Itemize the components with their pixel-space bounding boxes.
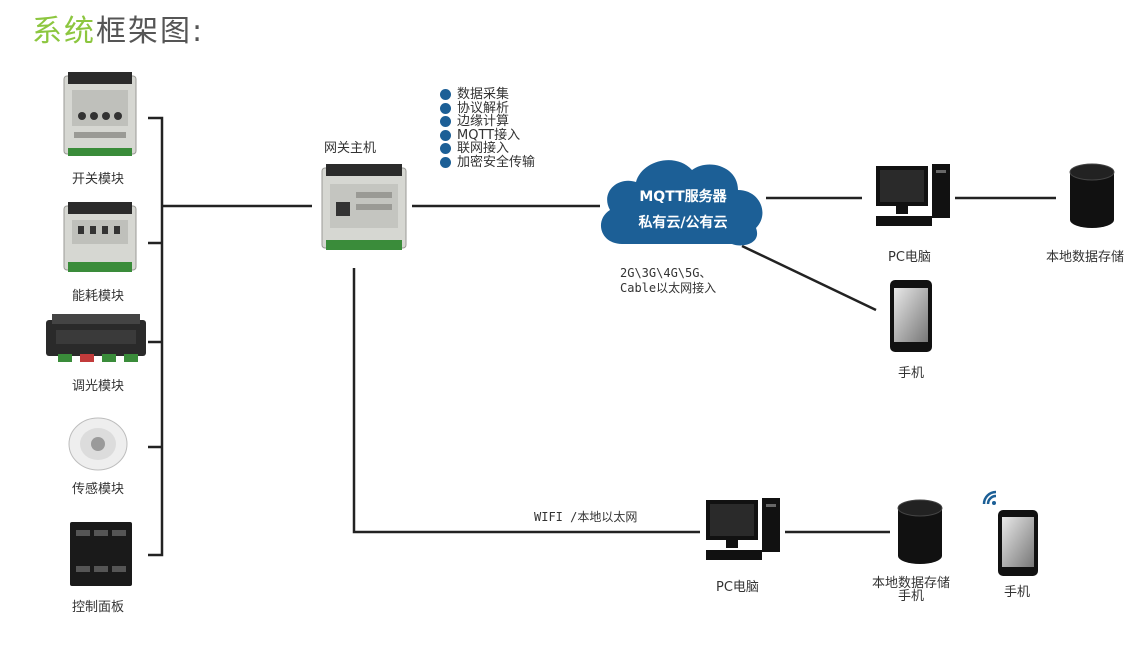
pc-icon: [876, 164, 950, 226]
cloud-to-phone-line: [741, 244, 877, 312]
list-item: 边缘计算: [440, 115, 535, 129]
cloud-title: MQTT服务器: [639, 189, 727, 205]
list-item: 数据采集: [440, 88, 535, 102]
remote-pc-label: PC电脑: [888, 250, 931, 265]
switch-module-icon: [63, 72, 137, 156]
title-part2: 框架图:: [96, 14, 205, 49]
local-pc-icon: [706, 498, 780, 560]
energy-module-icon: [63, 202, 137, 272]
switch-module-label: 开关模块: [72, 172, 125, 187]
local-link-label: WIFI /本地以太网: [534, 510, 638, 524]
wifi-icon: [982, 490, 997, 505]
bullet-icon: [440, 116, 451, 128]
dimmer-module-icon: [46, 314, 146, 362]
list-item: 联网接入: [440, 142, 535, 156]
gateway-label: 网关主机: [324, 141, 377, 156]
local-phone-icon: [998, 510, 1038, 576]
local-pc-label: PC电脑: [716, 580, 759, 595]
page-title: 系统框架图:: [32, 6, 204, 50]
module-bus-line: [148, 116, 164, 557]
gateway-icon: [321, 164, 407, 250]
list-item: 协议解析: [440, 101, 535, 116]
energy-module-label: 能耗模块: [72, 289, 125, 304]
remote-phone-label: 手机: [898, 366, 925, 381]
phone-icon: [890, 280, 932, 352]
dimmer-module-label: 调光模块: [72, 379, 125, 394]
remote-storage-label: 本地数据存储: [1046, 250, 1125, 265]
bullet-icon: [440, 102, 451, 114]
gateway-feature-list: 数据采集 协议解析 边缘计算 MQTT接入 联网接入 加密安全传输: [440, 88, 535, 169]
bullet-icon: [440, 89, 451, 101]
local-storage-label: 本地数据存储 手机: [872, 576, 951, 604]
local-phone-label: 手机: [1004, 585, 1031, 600]
local-database-icon: [897, 499, 943, 564]
sensor-module-label: 传感模块: [72, 482, 125, 497]
list-item: MQTT接入: [440, 128, 535, 143]
network-note-line1: 2G\3G\4G\5G、: [620, 266, 712, 280]
network-note-line2: Cable以太网接入: [620, 281, 717, 295]
database-icon: [1069, 163, 1115, 228]
sensor-module-icon: [68, 417, 128, 471]
bullet-icon: [440, 143, 451, 155]
control-panel-icon: [70, 522, 132, 586]
cloud-subtitle: 私有云/公有云: [638, 215, 728, 231]
title-part1: 系统: [32, 14, 96, 49]
bullet-icon: [440, 129, 451, 141]
cloud-icon: [600, 160, 763, 246]
list-item: 加密安全传输: [440, 155, 535, 170]
control-panel-label: 控制面板: [72, 600, 125, 615]
bullet-icon: [440, 156, 451, 168]
gateway-to-local-line: [352, 268, 700, 534]
